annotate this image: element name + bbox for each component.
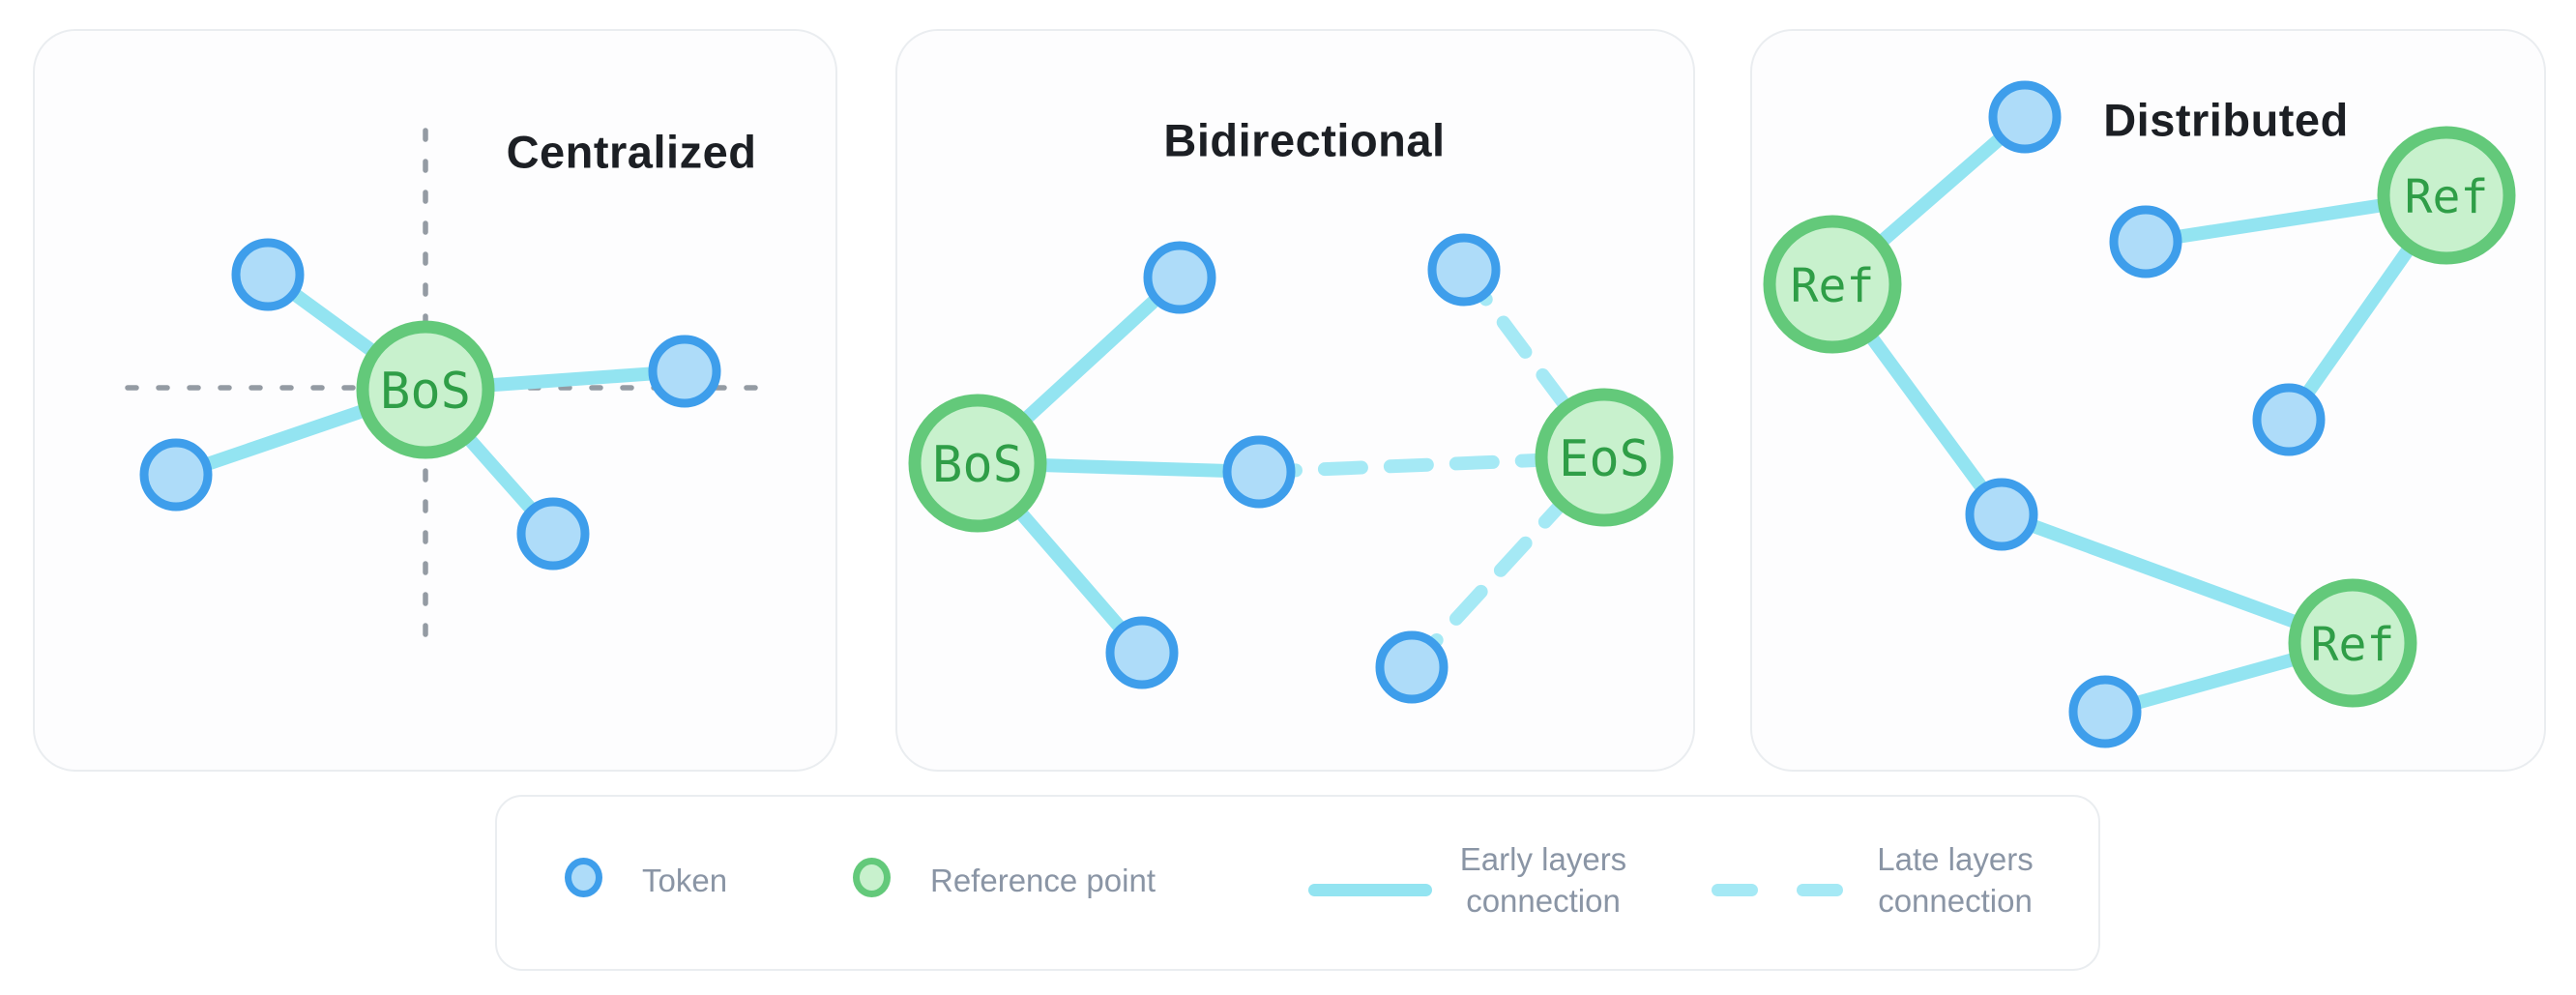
token-node — [139, 438, 213, 512]
node-label: BoS — [932, 436, 1023, 494]
token-node — [1375, 630, 1449, 704]
token-swatch-icon — [565, 858, 602, 897]
token-node — [648, 335, 721, 408]
reference-node — [1763, 215, 1902, 354]
token-node — [1222, 435, 1296, 509]
reference-node — [1535, 388, 1674, 527]
reference-node — [2288, 578, 2417, 708]
token-node — [2109, 205, 2182, 278]
panel-centralized: Centralized BoS — [33, 29, 837, 772]
node-label: EoS — [1559, 430, 1650, 488]
token-node — [516, 497, 590, 571]
panel-title-distributed: Distributed — [2103, 94, 2349, 146]
reference-point-swatch-icon — [853, 858, 891, 897]
token-node — [231, 238, 305, 311]
token-node — [1965, 478, 2038, 551]
legend: Token Reference point Early layers conne… — [495, 795, 2100, 971]
reference-node — [2377, 126, 2516, 265]
panel-title-centralized: Centralized — [506, 126, 757, 178]
late-layers-line-icon — [1712, 884, 1843, 896]
legend-late-label: Late layers connection — [1877, 841, 2034, 919]
legend-token-label: Token — [642, 863, 728, 898]
token-node — [2252, 383, 2326, 456]
legend-reference-label: Reference point — [930, 863, 1156, 898]
early-layers-line-icon — [1308, 884, 1432, 896]
token-node — [1143, 241, 1216, 314]
centralized-diagram: BoS — [125, 128, 769, 638]
token-node — [2068, 675, 2142, 748]
node-label: Ref — [2405, 170, 2489, 224]
panel-bidirectional: Bidirectional BoS EoS — [895, 29, 1695, 772]
panel-title-bidirectional: Bidirectional — [1163, 114, 1446, 166]
token-node — [1988, 80, 2062, 154]
token-node — [1427, 233, 1501, 307]
node-label: BoS — [380, 363, 471, 421]
node-label: Ref — [1791, 259, 1875, 313]
legend-early-label: Early layers connection — [1459, 841, 1627, 919]
bidirectional-diagram: BoS EoS — [908, 233, 1674, 704]
token-node — [1105, 616, 1179, 689]
reference-node — [908, 394, 1047, 533]
reference-node — [356, 320, 495, 459]
node-label: Ref — [2311, 618, 2395, 672]
